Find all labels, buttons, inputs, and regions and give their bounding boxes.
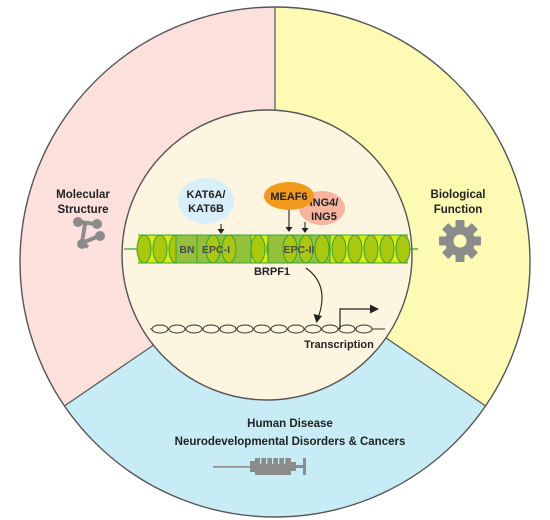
transcription-label: Transcription: [304, 339, 374, 351]
kat6a-kat6b-bubble: [178, 178, 234, 224]
brpf1-label: BRPF1: [254, 266, 290, 278]
molecular-structure-title-2: Structure: [57, 204, 108, 216]
regulation-arrow: [305, 267, 323, 323]
domain-epc1-label: EPC-I: [202, 244, 230, 256]
biological-function-title-1: Biological: [431, 189, 486, 201]
molecule-icon: [73, 217, 105, 249]
syringe-icon: [213, 458, 306, 475]
kat6b-label: KAT6B: [188, 203, 224, 215]
ing5-label: ING5: [311, 211, 337, 223]
transcription-start-arrow: [339, 304, 379, 329]
meaf6-label: MEAF6: [270, 191, 307, 203]
human-disease-title: Human Disease: [247, 418, 333, 430]
human-disease-subtitle: Neurodevelopmental Disorders & Cancers: [175, 436, 406, 448]
kat6a-label: KAT6A/: [187, 189, 226, 201]
ing4-label: ING4/: [310, 197, 339, 209]
biological-function-title-2: Function: [434, 204, 483, 216]
domain-bn-label: BN: [179, 244, 194, 256]
domain-epc2-label: EPC-II: [284, 244, 315, 256]
gear-icon: [439, 220, 481, 262]
dna-strand: [150, 324, 385, 334]
molecular-structure-title-1: Molecular: [56, 189, 110, 201]
binding-arrows: [217, 210, 309, 234]
meaf6-bubble: [264, 182, 314, 210]
